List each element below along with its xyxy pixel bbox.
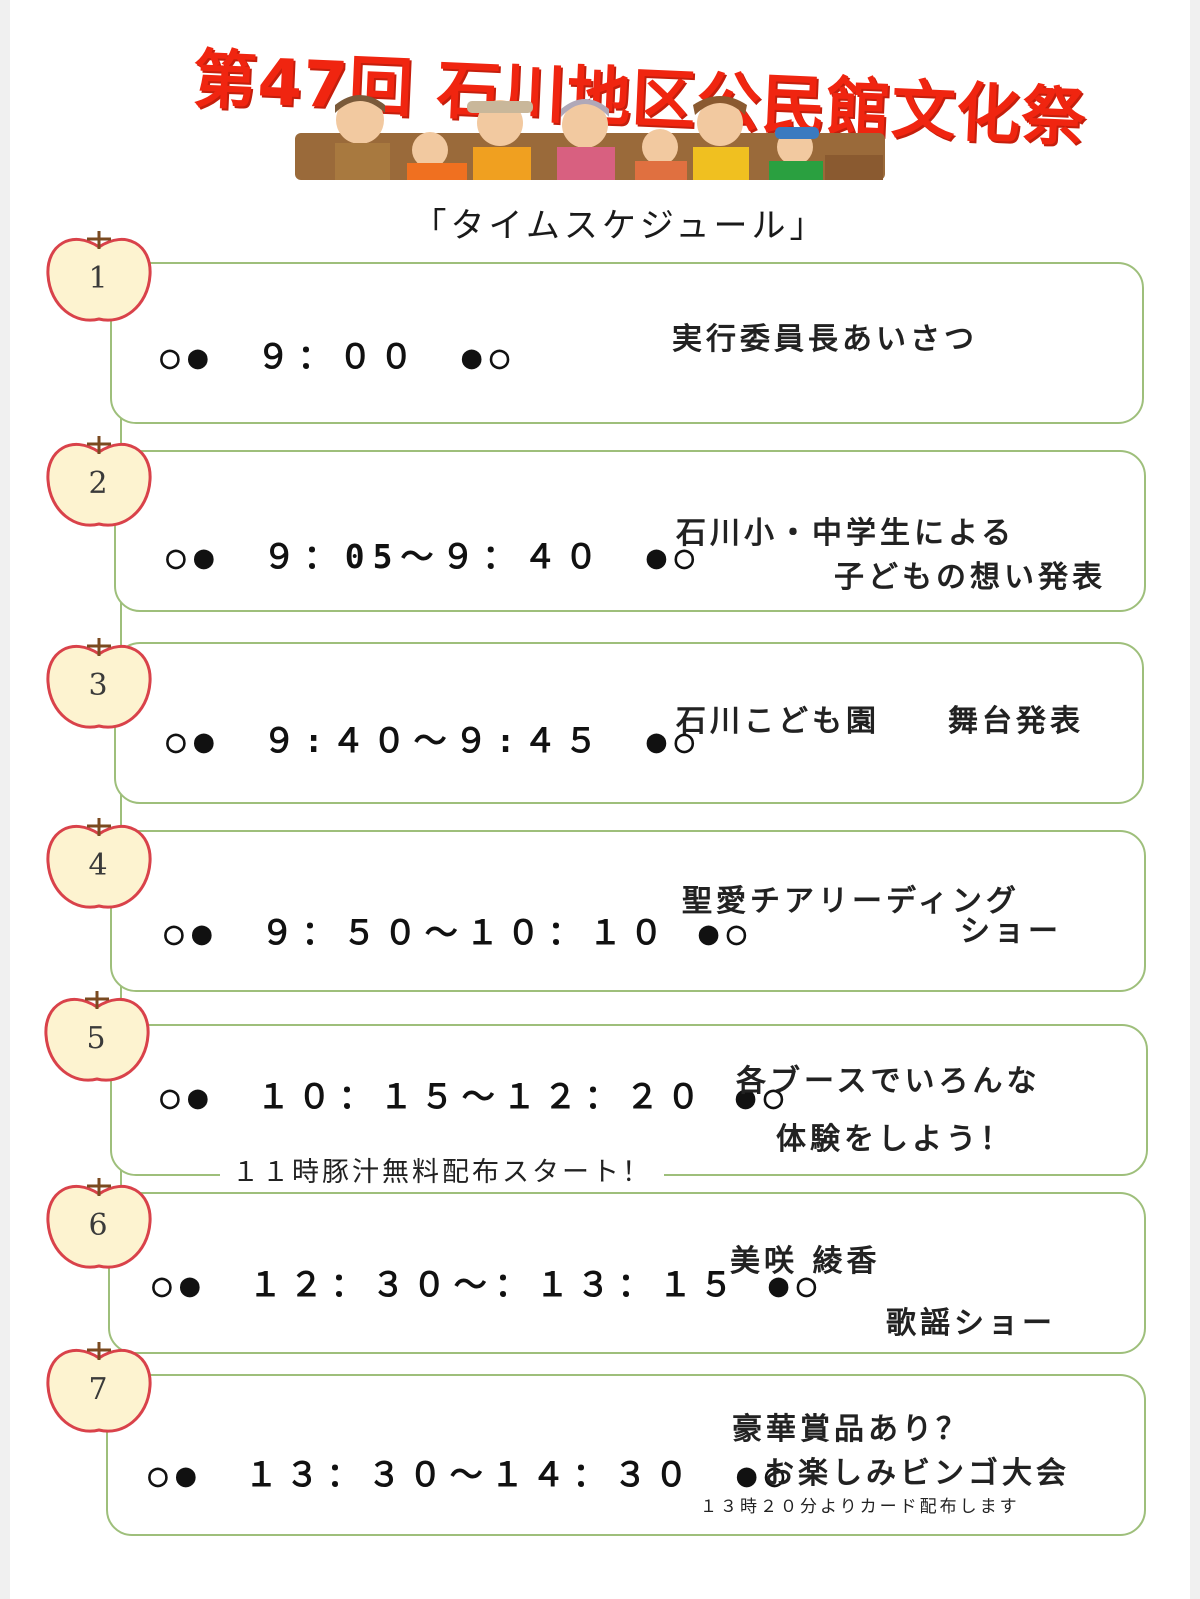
flyer-page: 第47回 石川地区公民館文化祭 「タイムスケジュール」 1 ○ (10, 0, 1190, 1599)
apple-icon (46, 436, 152, 527)
item-description-line1: 石川こども園 舞台発表 (676, 704, 1084, 739)
item-number: 5 (86, 1021, 106, 1056)
apple-number-badge: 1 (42, 225, 160, 329)
item-time: ○● １３：３０～１４：３０ ●○ (148, 1455, 793, 1494)
schedule-item-1-box (110, 262, 1144, 424)
item-number: 6 (88, 1208, 108, 1243)
item-description-line1: 各ブースでいろんな (736, 1064, 1041, 1099)
item-number: 4 (88, 848, 108, 883)
item-number: 7 (88, 1372, 108, 1407)
item-description-line1: 実行委員長あいさつ (672, 322, 978, 357)
apple-icon (46, 1342, 152, 1433)
apple-number-badge: 4 (42, 812, 160, 916)
item-description-line2: 歌謡ショー (886, 1306, 1056, 1341)
schedule-heading: 「タイムスケジュール」 (412, 206, 828, 246)
apple-number-badge: 6 (42, 1172, 160, 1276)
item-description-line1: 石川小・中学生による (676, 516, 1016, 551)
apple-icon (46, 638, 152, 729)
schedule-item-7-box (106, 1374, 1146, 1536)
item-time: ○● ９：05～９：４０ ●○ (166, 537, 703, 576)
item-description-line2: 体験をしよう！ (776, 1122, 1014, 1157)
item-number: 3 (88, 668, 108, 703)
item-number: 2 (88, 466, 108, 501)
item-note: １１時豚汁無料配布スタート！ (220, 1150, 664, 1189)
item-time: ○● １０：１５～１２：２０ ●○ (160, 1077, 792, 1116)
schedule-item-4-box (110, 830, 1146, 992)
item-description-line2: 子どもの想い発表 (834, 560, 1106, 595)
item-description-line1: 聖愛チアリーディング (682, 884, 1020, 919)
schedule-item-6-box (108, 1192, 1146, 1354)
apple-number-badge: 2 (42, 430, 160, 534)
apple-number-badge: 3 (42, 632, 160, 736)
item-description-line1: 豪華賞品あり？ (732, 1412, 970, 1447)
apple-icon (44, 991, 150, 1082)
schedule-item-2-box (114, 450, 1146, 612)
item-number: 1 (88, 261, 108, 296)
schedule-item-3-box (114, 642, 1144, 804)
apple-number-badge: 5 (40, 985, 158, 1089)
item-description-line2: ショー (960, 914, 1062, 949)
apple-icon (46, 818, 152, 909)
item-description-line2: お楽しみビンゴ大会 (764, 1456, 1070, 1491)
item-time: ○● ９：００ ●○ (160, 337, 518, 376)
item-note: １３時２０分よりカード配布します (700, 1497, 1020, 1517)
apple-icon (46, 1178, 152, 1269)
apple-number-badge: 7 (42, 1336, 160, 1440)
item-time: ○● ９：５０～１０：１０ ●○ (164, 913, 755, 952)
apple-icon (46, 231, 152, 322)
family-illustration (295, 95, 885, 180)
item-time: ○● １２：３０～：１３：１５ ●○ (152, 1265, 825, 1304)
item-time: ○● ９:４０～９:４５ ●○ (166, 721, 703, 760)
item-description-line1: 美咲 綾香 (730, 1244, 881, 1279)
